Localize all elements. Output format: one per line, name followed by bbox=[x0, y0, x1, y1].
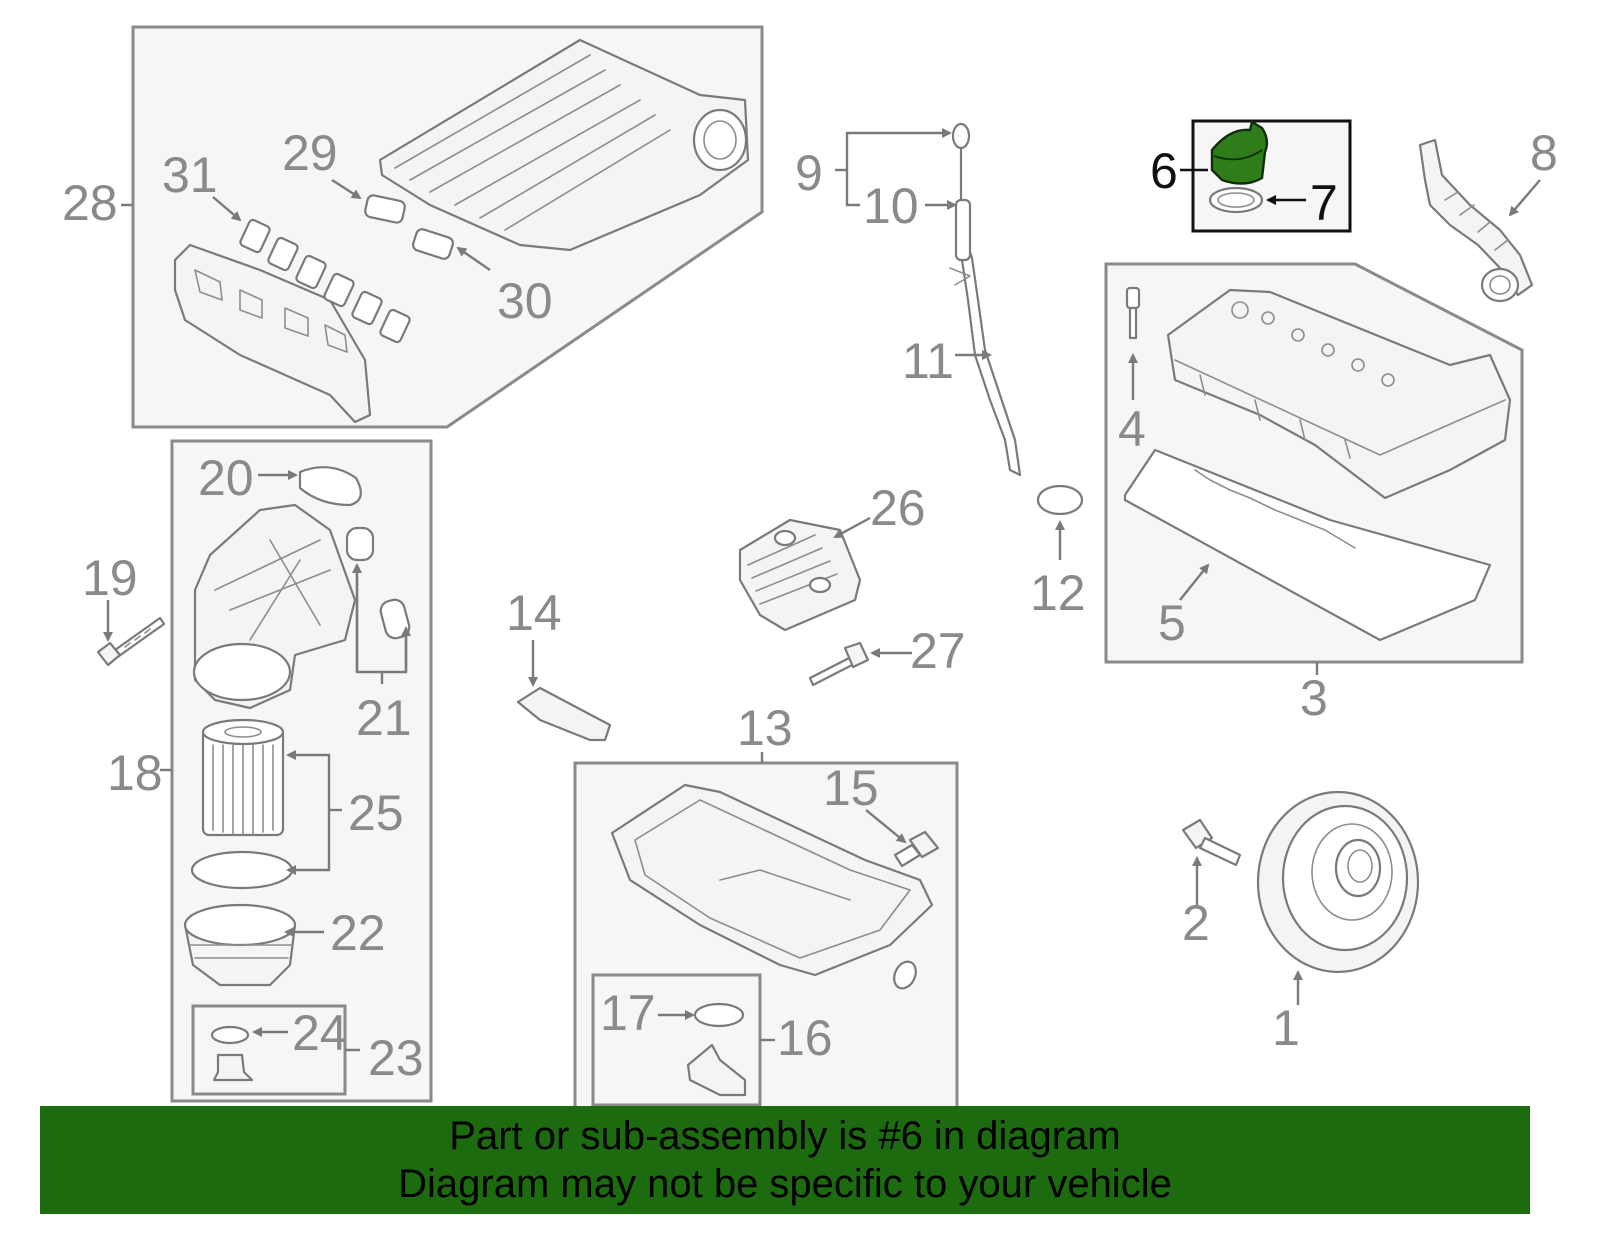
callout-28: 28 bbox=[62, 175, 118, 231]
callout-20: 20 bbox=[198, 450, 254, 506]
callout-13: 13 bbox=[737, 700, 793, 756]
gasket-29[interactable] bbox=[364, 194, 406, 224]
oil-pan-part[interactable] bbox=[610, 783, 934, 977]
callout-17: 17 bbox=[600, 985, 656, 1041]
callout-31: 31 bbox=[162, 147, 218, 203]
callout-23: 23 bbox=[368, 1030, 424, 1086]
callout-27: 27 bbox=[910, 623, 966, 679]
callout-3: 3 bbox=[1300, 670, 1328, 726]
oil-filler-cap-part-6[interactable] bbox=[1210, 120, 1269, 185]
callout-5: 5 bbox=[1158, 595, 1186, 651]
callout-18: 18 bbox=[107, 745, 163, 801]
info-banner: Part or sub-assembly is #6 in diagram Di… bbox=[40, 1106, 1530, 1214]
manifold-gasket-set-31[interactable] bbox=[239, 218, 411, 344]
intake-manifold-group bbox=[121, 25, 764, 429]
oil-pan-group bbox=[573, 752, 959, 1113]
callout-15: 15 bbox=[823, 760, 879, 816]
callout-4: 4 bbox=[1118, 401, 1146, 457]
callout-6: 6 bbox=[1150, 143, 1178, 199]
oil-filter-housing-part[interactable] bbox=[192, 503, 357, 710]
banner-line-2: Diagram may not be specific to your vehi… bbox=[398, 1162, 1172, 1206]
banner-line-1: Part or sub-assembly is #6 in diagram bbox=[449, 1114, 1121, 1158]
callout-25: 25 bbox=[348, 785, 404, 841]
washer-24[interactable] bbox=[210, 1025, 250, 1045]
callout-14: 14 bbox=[506, 585, 562, 641]
seal-21a[interactable] bbox=[345, 526, 375, 562]
intake-runner-part[interactable] bbox=[173, 243, 372, 424]
callout-24: 24 bbox=[292, 1005, 348, 1061]
valve-cover-group bbox=[1104, 262, 1524, 675]
oil-filter-element[interactable] bbox=[201, 718, 285, 837]
callout-19: 19 bbox=[82, 550, 138, 606]
callout-30: 30 bbox=[497, 273, 553, 329]
dipstick-seal-12[interactable] bbox=[1036, 484, 1084, 516]
callout-22: 22 bbox=[330, 905, 386, 961]
filter-cap-22[interactable] bbox=[183, 903, 297, 987]
callout-21: 21 bbox=[356, 690, 412, 746]
callout-7: 7 bbox=[1310, 175, 1338, 231]
oil-filler-cap-group bbox=[1180, 119, 1352, 233]
valve-cover-gasket-5[interactable] bbox=[1123, 448, 1492, 642]
breather-hose-8[interactable] bbox=[1418, 138, 1534, 303]
crank-pulley-1[interactable] bbox=[1256, 790, 1420, 974]
callout-2: 2 bbox=[1182, 895, 1210, 951]
intake-manifold-part[interactable] bbox=[378, 38, 750, 252]
callout-1: 1 bbox=[1272, 1000, 1300, 1056]
dipstick-assembly[interactable] bbox=[949, 122, 1022, 477]
callout-labels: 1 2 3 4 5 6 7 8 9 10 11 12 13 14 15 16 1… bbox=[62, 125, 1558, 1086]
sensor-4[interactable] bbox=[1125, 286, 1141, 340]
drain-plug-23[interactable] bbox=[212, 1053, 254, 1082]
gasket-30[interactable] bbox=[411, 228, 455, 261]
callout-26: 26 bbox=[870, 480, 926, 536]
callout-11: 11 bbox=[902, 333, 954, 389]
valve-cover-part[interactable] bbox=[1166, 288, 1512, 500]
pickup-16[interactable] bbox=[686, 1043, 747, 1097]
bolt-19[interactable] bbox=[96, 616, 166, 667]
bolt-27[interactable] bbox=[808, 641, 870, 687]
oil-filter-housing-group bbox=[160, 439, 433, 1103]
bolt-2[interactable] bbox=[1181, 818, 1242, 867]
oil-cooler-26[interactable] bbox=[738, 518, 862, 632]
drain-plug-15[interactable] bbox=[893, 830, 940, 868]
callout-10: 10 bbox=[863, 178, 919, 234]
callout-16: 16 bbox=[777, 1010, 833, 1066]
callout-12: 12 bbox=[1030, 565, 1086, 621]
callout-9: 9 bbox=[795, 145, 823, 201]
filter-o-ring-25[interactable] bbox=[190, 850, 294, 890]
o-ring-17[interactable] bbox=[693, 1002, 745, 1028]
callout-8: 8 bbox=[1530, 125, 1558, 181]
baffle-14[interactable] bbox=[516, 686, 612, 742]
callout-29: 29 bbox=[282, 125, 338, 181]
gasket-20[interactable] bbox=[298, 466, 362, 507]
washer-pan[interactable] bbox=[890, 958, 920, 992]
cap-gasket-7[interactable] bbox=[1208, 186, 1264, 214]
